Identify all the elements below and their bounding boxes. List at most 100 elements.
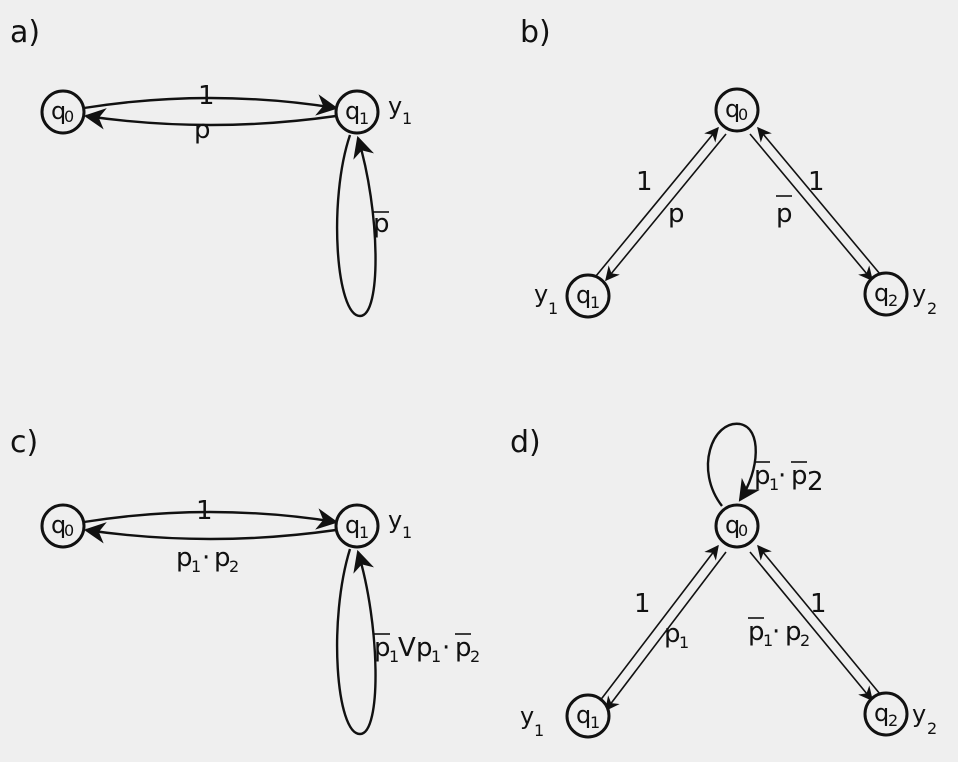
edge-a-q0-q1	[83, 94, 339, 116]
svg-text:1: 1	[763, 631, 773, 650]
edge-label-d-one-right: 1	[810, 589, 827, 619]
svg-text:1: 1	[402, 523, 412, 542]
svg-text:0: 0	[738, 105, 748, 124]
state-b-q1: q 1	[565, 273, 611, 319]
edge-c-q0-q1	[83, 508, 339, 530]
edge-label-d-p1: p 1	[664, 619, 689, 652]
edge-label-b-p: p	[668, 199, 685, 229]
svg-text:1: 1	[402, 109, 412, 128]
svg-text:0: 0	[64, 521, 74, 540]
svg-text:1: 1	[548, 299, 558, 318]
panel-label-b: b)	[520, 15, 551, 50]
svg-text:p: p	[748, 617, 765, 647]
edge-d-q0-q1	[605, 551, 727, 712]
edge-b-q1-q0	[595, 126, 719, 277]
svg-text:q: q	[345, 511, 360, 539]
svg-text:2: 2	[807, 467, 824, 497]
svg-text:p: p	[176, 543, 193, 573]
svg-text:1: 1	[534, 721, 544, 740]
edge-b-q0-q1	[605, 133, 727, 282]
svg-text:·: ·	[772, 617, 780, 647]
edge-label-d-loop: p 1 · p 2	[754, 461, 824, 497]
edge-label-a-p: p	[194, 115, 211, 145]
panel-a: 1 p p q 0 q 1 y 1	[40, 81, 412, 318]
svg-text:y: y	[912, 700, 926, 728]
edge-label-c-loop: p 1 V p 1 · p 2	[374, 633, 480, 666]
svg-text:y: y	[534, 280, 548, 308]
state-a-q0-main: q	[51, 97, 66, 125]
svg-text:p: p	[374, 633, 391, 663]
edge-label-a-one: 1	[198, 81, 215, 111]
svg-text:p: p	[455, 633, 472, 663]
state-d-q2: q 2	[863, 691, 909, 737]
svg-text:2: 2	[927, 719, 937, 738]
svg-text:q: q	[725, 511, 740, 539]
output-b-y1: y 1	[534, 280, 558, 318]
svg-text:y: y	[912, 280, 926, 308]
output-d-y1: y 1	[520, 702, 544, 740]
svg-text:2: 2	[470, 647, 480, 666]
state-d-q1: q 1	[565, 693, 611, 739]
svg-text:1: 1	[590, 713, 600, 732]
svg-text:2: 2	[927, 299, 937, 318]
svg-text:p: p	[664, 619, 681, 649]
panel-c: 1 p 1 · p 2 p 1 V p 1 · p 2 q 0	[40, 496, 480, 736]
svg-text:1: 1	[590, 293, 600, 312]
state-a-q1: q 1	[334, 89, 380, 135]
panel-label-c: c)	[10, 425, 38, 460]
edge-label-d-one-left: 1	[634, 589, 651, 619]
edge-label-d-p1barp2: p 1 · p 2	[748, 617, 810, 650]
edge-label-b-one-right: 1	[808, 167, 825, 197]
edge-label-b-pbar: p	[776, 199, 793, 229]
svg-text:y: y	[388, 92, 402, 120]
state-a-q1-main: q	[345, 97, 360, 125]
state-c-q1: q 1	[334, 503, 380, 549]
svg-text:1: 1	[389, 647, 399, 666]
svg-text:1: 1	[359, 523, 369, 542]
svg-text:y: y	[520, 702, 534, 730]
output-d-y2: y 2	[912, 700, 937, 738]
state-a-q1-sub: 1	[359, 109, 369, 128]
svg-text:1: 1	[679, 633, 689, 652]
svg-text:0: 0	[738, 521, 748, 540]
svg-text:2: 2	[888, 711, 898, 730]
edge-d-q0-loop	[706, 422, 760, 507]
edge-a-q1-loop	[335, 134, 377, 318]
state-a-q0: q 0	[40, 89, 86, 135]
edge-b-q2-q0	[757, 126, 881, 275]
edge-d-q0-q2	[749, 551, 873, 702]
state-d-q0: q 0	[714, 503, 760, 549]
panel-b: 1 p p 1 q 0 q 1 q 2 y 1 y 2	[534, 87, 937, 319]
state-b-q0: q 0	[714, 87, 760, 133]
svg-text:y: y	[388, 506, 402, 534]
svg-text:1: 1	[431, 647, 441, 666]
edge-c-q1-loop	[335, 548, 377, 736]
svg-text:·: ·	[442, 633, 450, 663]
output-c-y1: y 1	[388, 506, 412, 542]
svg-text:q: q	[725, 95, 740, 123]
svg-text:2: 2	[800, 631, 810, 650]
edge-a-q1-q0	[83, 108, 337, 130]
edge-label-c-p1p2: p 1 · p 2	[176, 543, 239, 576]
edge-label-b-one-left: 1	[636, 167, 653, 197]
svg-text:·: ·	[202, 543, 210, 573]
output-a-y1: y 1	[388, 92, 412, 128]
svg-text:p: p	[785, 617, 802, 647]
svg-text:p: p	[214, 543, 231, 573]
svg-text:1: 1	[191, 557, 201, 576]
svg-text:q: q	[576, 281, 591, 309]
edge-c-q1-q0	[83, 522, 337, 544]
svg-text:·: ·	[778, 461, 786, 491]
svg-text:p: p	[416, 633, 433, 663]
edge-b-q0-q2	[749, 133, 873, 282]
edge-label-a-pbar: p	[373, 209, 390, 239]
svg-text:q: q	[576, 701, 591, 729]
state-a-q0-sub: 0	[64, 107, 74, 126]
svg-text:2: 2	[229, 557, 239, 576]
svg-text:2: 2	[888, 291, 898, 310]
state-b-q2: q 2	[863, 271, 909, 317]
edge-d-q1-q0	[595, 544, 719, 707]
svg-text:1: 1	[769, 475, 779, 494]
panel-d: p 1 · p 2 1 p 1 p 1 · p 2 1 q 0	[520, 422, 937, 740]
